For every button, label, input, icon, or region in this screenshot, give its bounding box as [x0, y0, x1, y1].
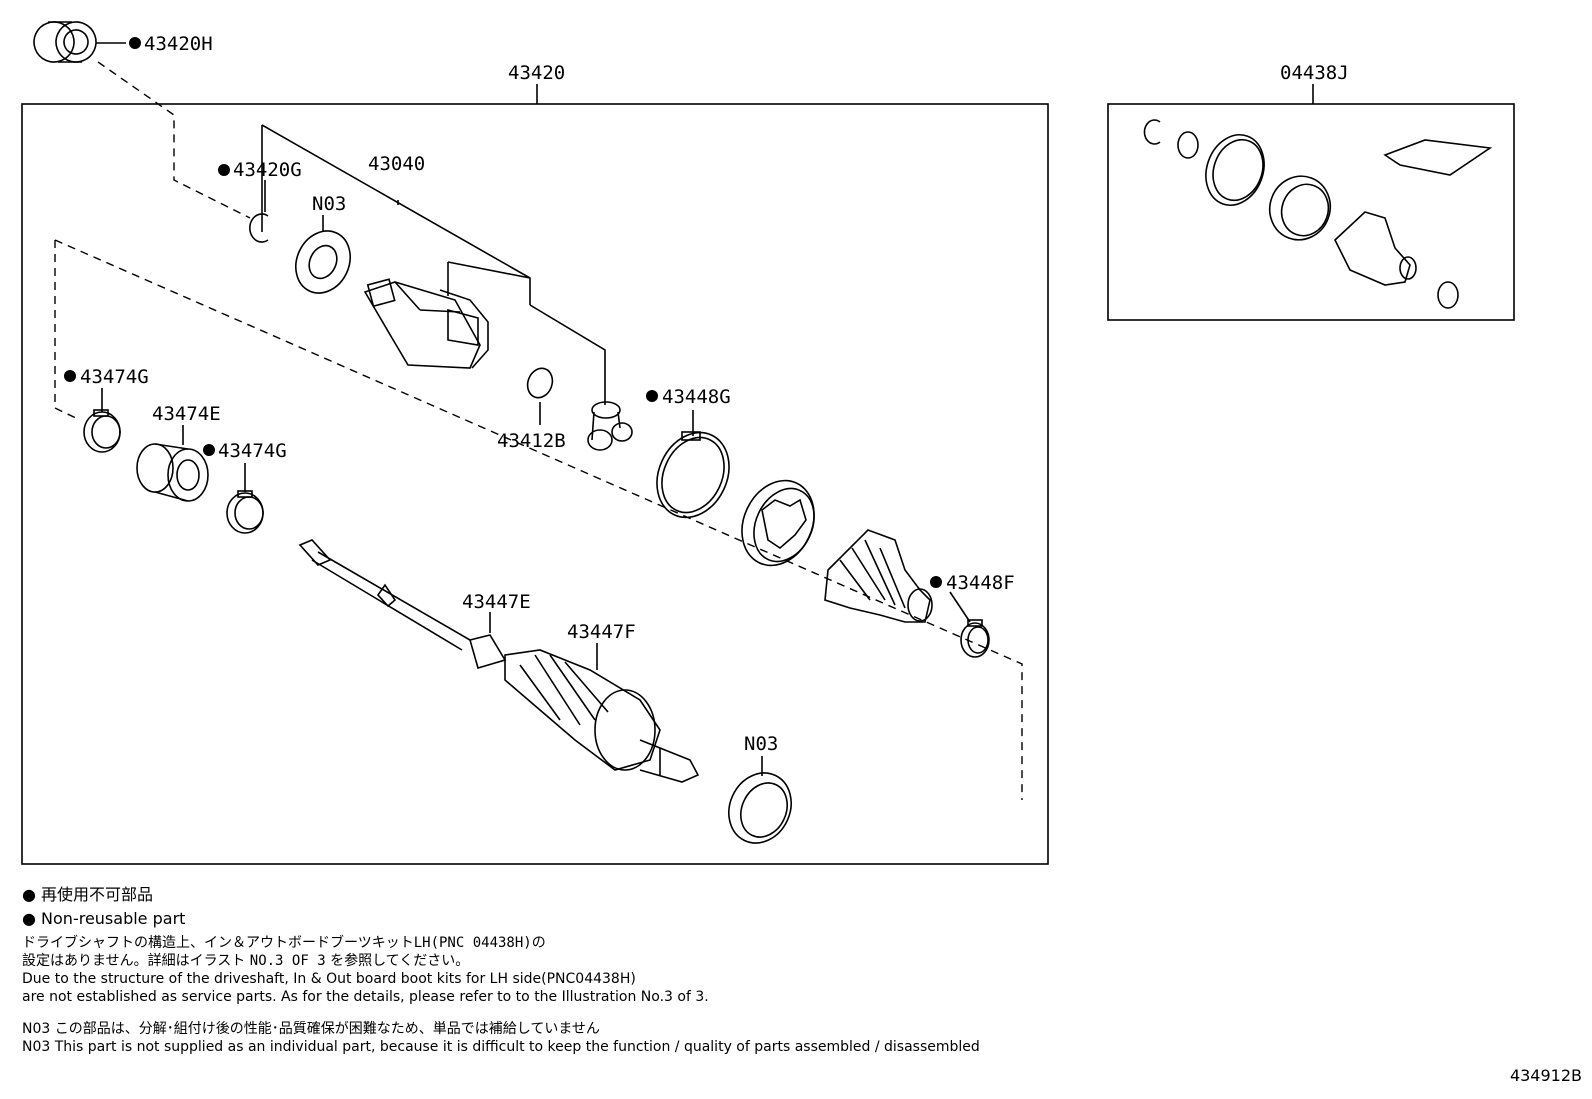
notes-block: ● 再使用不可部品 ● Non-reusable part ドライブシャフトの構…: [22, 886, 1322, 1056]
note-en-line1: Due to the structure of the driveshaft, …: [22, 971, 636, 987]
label-43447F: 43447F: [567, 621, 636, 643]
seal-N03-icon: [728, 772, 792, 844]
clamp-43474G-left-icon: [83, 409, 121, 453]
label-43447E: 43447E: [462, 591, 531, 613]
note-jp-line1-b: LH(PNC 04438H): [413, 935, 532, 951]
inboard-boot-ring-icon: [741, 479, 815, 567]
legend-en-text: Non-reusable part: [41, 909, 186, 928]
label-43474G-right: 43474G: [218, 440, 287, 462]
label-43448F: 43448F: [946, 572, 1015, 594]
note-n03-en: N03 This part is not supplied as an indi…: [22, 1039, 980, 1055]
boot-kit-04438J-icon: [1143, 119, 1493, 309]
note-jp-line1: ドライブシャフトの構造上、イン＆アウトボードブーツキットLH(PNC 04438…: [22, 934, 1322, 952]
label-04438J: 04438J: [1280, 62, 1349, 84]
note-n03-jp: N03 この部品は、分解･組付け後の性能･品質確保が困難なため、単品では補給して…: [22, 1021, 600, 1037]
note-jp-line2-a: 設定はありません。詳細はイラスト: [22, 953, 246, 969]
dynamic-damper-43474E-icon: [136, 443, 209, 502]
note-jp-line2-b: NO.3 OF 3: [249, 953, 326, 969]
inboard-boot-icon: [824, 529, 933, 623]
label-N03-lower: N03: [744, 733, 778, 755]
label-43448G: 43448G: [662, 386, 731, 408]
nonreusable-dot-icon: [203, 444, 215, 456]
label-43040: 43040: [368, 153, 425, 175]
clamp-43448F-icon: [960, 619, 990, 658]
legend-jp: ● 再使用不可部品: [22, 885, 154, 904]
note-jp-line1-a: ドライブシャフトの構造上、イン＆アウトボードブーツキット: [22, 935, 414, 951]
boot-band-43448G-icon: [656, 431, 730, 519]
document-number: 434912B: [1509, 1066, 1582, 1085]
snap-ring-43412B-icon: [526, 367, 554, 399]
label-43412B: 43412B: [497, 430, 566, 452]
nonreusable-dot-icon: [930, 576, 942, 588]
assembly-43420-frame: [21, 103, 1049, 865]
legend-jp-text: 再使用不可部品: [41, 885, 154, 904]
label-43420H: 43420H: [144, 33, 213, 55]
driveshaft-43447-icon: [298, 539, 700, 783]
nonreusable-dot-icon: [646, 390, 658, 402]
inboard-joint-housing-43040-icon: [363, 278, 489, 369]
nonreusable-dot-icon: [64, 370, 76, 382]
label-43420G: 43420G: [233, 159, 302, 181]
note-jp-line1-c: の: [531, 935, 546, 951]
washer-N03-icon: [295, 230, 351, 294]
note-jp-line2: 設定はありません。詳細はイラスト NO.3 OF 3 を参照してください。: [22, 952, 1322, 970]
note-jp-line2-c: を参照してください。: [330, 953, 470, 969]
label-N03-upper: N03: [312, 193, 346, 215]
legend-en: ● Non-reusable part: [22, 909, 186, 928]
kit-04438J-frame: [1107, 103, 1515, 321]
snap-ring-43420G-icon: [249, 213, 269, 243]
tripod-joint-icon: [587, 401, 633, 451]
clamp-43474G-right-icon: [226, 490, 264, 534]
bearing-43420H-icon: [33, 21, 97, 63]
label-43420: 43420: [508, 62, 565, 84]
nonreusable-dot-icon: [218, 164, 230, 176]
label-43474E: 43474E: [152, 403, 221, 425]
label-43474G-left: 43474G: [80, 366, 149, 388]
note-en-line2: are not established as service parts. As…: [22, 989, 709, 1005]
nonreusable-dot-icon: [129, 37, 141, 49]
